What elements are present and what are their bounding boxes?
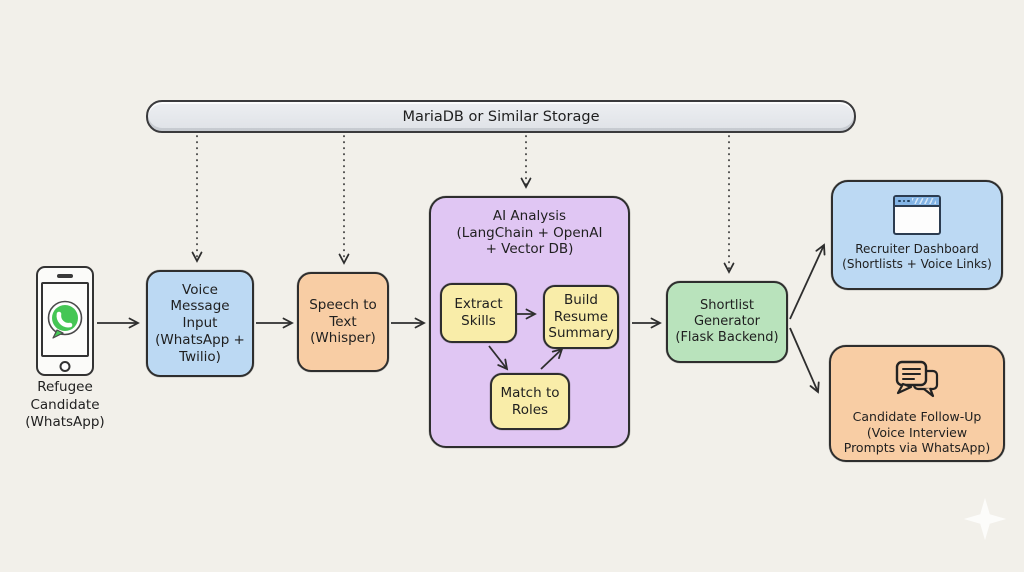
- node-extract-skills: Extract Skills: [440, 283, 517, 343]
- whatsapp-phone-icon: [36, 266, 94, 376]
- node-build-resume-summary-label: Build Resume Summary: [548, 291, 614, 342]
- node-voice-message-input-label: Voice Message Input (WhatsApp + Twilio): [155, 281, 245, 365]
- phone-home-button: [59, 360, 71, 372]
- actor-label-refugee-candidate: Refugee Candidate (WhatsApp): [25, 379, 105, 431]
- storage-bar-mariadb: MariaDB or Similar Storage: [146, 100, 856, 133]
- node-extract-skills-label: Extract Skills: [454, 296, 503, 329]
- node-match-to-roles: Match to Roles: [490, 373, 570, 430]
- node-shortlist-generator-label: Shortlist Generator (Flask Backend): [675, 297, 779, 346]
- browser-dot: [907, 199, 910, 203]
- storage-bar-label: MariaDB or Similar Storage: [402, 108, 600, 125]
- node-candidate-follow-up: Candidate Follow-Up (Voice Interview Pro…: [829, 345, 1005, 462]
- node-build-resume-summary: Build Resume Summary: [543, 285, 619, 349]
- node-ai-analysis-label: AI Analysis (LangChain + OpenAI + Vector…: [456, 208, 603, 258]
- phone-screen: [41, 282, 89, 357]
- phone-speaker: [57, 274, 73, 278]
- node-recruiter-dashboard: Recruiter Dashboard (Shortlists + Voice …: [831, 180, 1003, 290]
- node-voice-message-input: Voice Message Input (WhatsApp + Twilio): [146, 270, 254, 377]
- sparkle-icon: [963, 497, 1007, 541]
- node-shortlist-generator: Shortlist Generator (Flask Backend): [666, 281, 788, 363]
- whatsapp-logo-icon: [47, 300, 83, 339]
- browser-dot: [898, 199, 901, 203]
- browser-titlebar-stripes: [911, 198, 936, 204]
- node-ai-analysis: AI Analysis (LangChain + OpenAI + Vector…: [429, 196, 630, 448]
- node-recruiter-dashboard-label: Recruiter Dashboard (Shortlists + Voice …: [842, 242, 992, 271]
- browser-dot: [902, 199, 905, 203]
- browser-window-icon: [893, 195, 941, 235]
- node-speech-to-text-label: Speech to Text (Whisper): [309, 296, 377, 347]
- node-speech-to-text: Speech to Text (Whisper): [297, 272, 389, 372]
- edge-shortlist-to-followup: [789, 327, 820, 394]
- edge-shortlist-to-dashboard: [789, 243, 826, 320]
- chat-bubbles-icon: [895, 360, 939, 398]
- node-candidate-follow-up-label: Candidate Follow-Up (Voice Interview Pro…: [843, 409, 991, 455]
- node-match-to-roles-label: Match to Roles: [500, 384, 560, 418]
